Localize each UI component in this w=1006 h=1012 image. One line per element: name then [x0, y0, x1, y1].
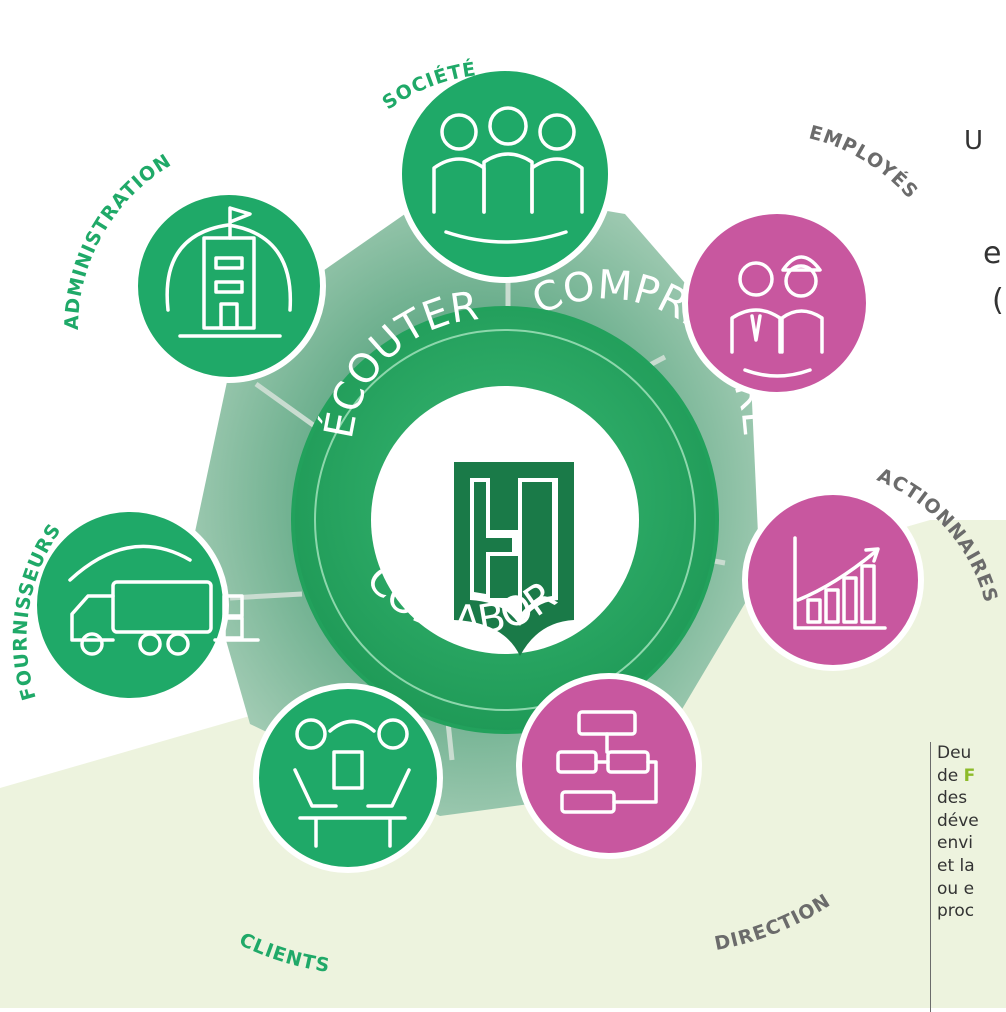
office-building-icon [165, 206, 293, 338]
note-highlight: F [963, 765, 976, 786]
side-text-line-1: U [964, 126, 984, 156]
node-administration [132, 189, 326, 383]
node-fournisseurs [31, 506, 260, 704]
meeting-handshake-icon [293, 718, 411, 848]
note-line-4: déve [937, 810, 979, 831]
delivery-truck-icon [68, 544, 260, 656]
hj-logo-icon [454, 462, 574, 656]
side-text-line-3: ( [992, 283, 1004, 318]
note-line-5: envi [937, 833, 974, 854]
note-line-8: proc [937, 901, 975, 922]
center-ring-inner-edge [314, 329, 696, 711]
node-clients [253, 683, 443, 873]
node-societe [396, 65, 614, 283]
note-line-7: ou e [937, 878, 975, 899]
note-line-3: des [937, 788, 968, 809]
label-employes: EMPLOYÉS [807, 121, 923, 203]
note-line-6: et la [937, 855, 975, 876]
note-line-1: Deu [937, 743, 972, 763]
org-chart-icon [556, 710, 658, 814]
side-note: Deu de F des déve envi et la ou e proc [930, 742, 1006, 1012]
growth-chart-icon [793, 536, 887, 630]
note-line-2: de F [937, 765, 976, 786]
side-text-line-2: e [983, 236, 1002, 271]
node-direction [516, 673, 702, 859]
manager-and-worker-icon [730, 255, 824, 378]
node-employes [682, 208, 872, 398]
node-actionnaires [742, 489, 924, 671]
group-of-people-icon [432, 106, 584, 244]
